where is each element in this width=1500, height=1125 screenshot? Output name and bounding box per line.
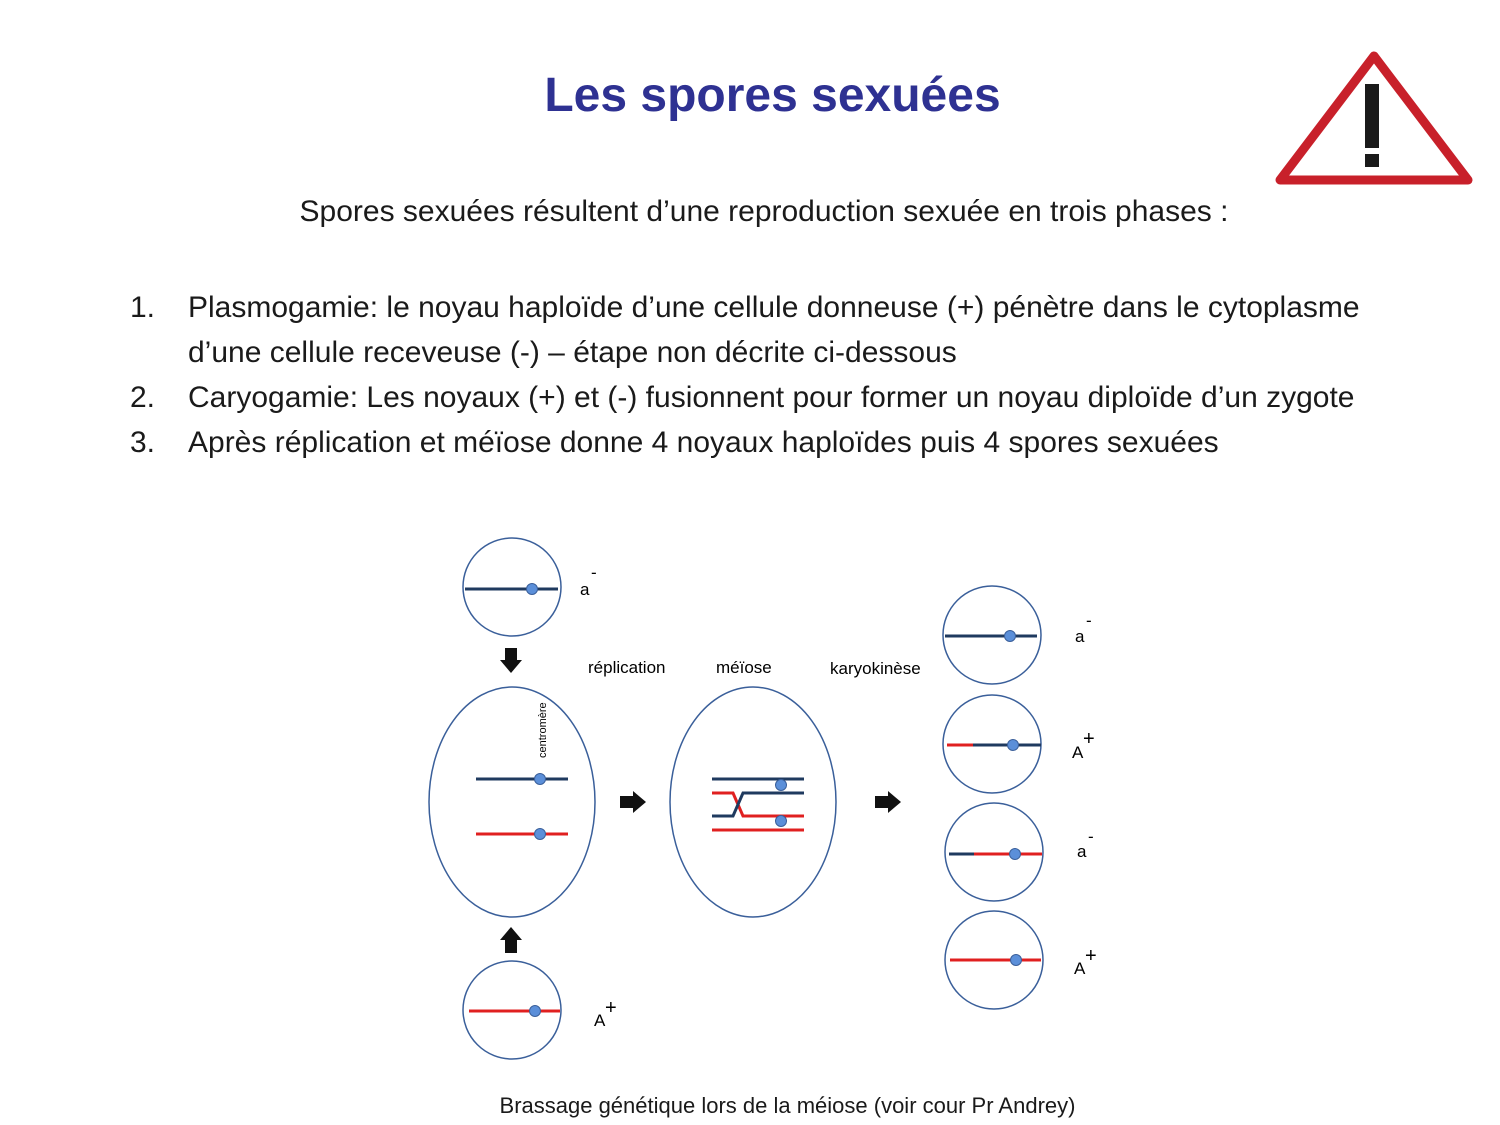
figure-caption: Brassage génétique lors de la méiose (vo… [499,1093,1076,1118]
meiosis-nucleus [669,686,837,918]
intro-text: Spores sexuées résultent d’une reproduct… [299,195,1229,228]
allele-sign: - [591,563,597,582]
allele-sign: - [1086,611,1092,630]
phase-item: 3. Après réplication et méïose donne 4 no… [130,420,1400,465]
page-title: Les spores sexuées [544,69,1001,122]
phase-text: Caryogamie: Les noyaux (+) et (-) fusion… [188,381,1355,414]
allele-label: A [1074,959,1086,978]
phase-number: 3. [130,426,156,459]
allele-label: a [1077,842,1087,861]
allele-label: A [1072,743,1084,762]
zygote-nucleus: centromère [428,686,596,918]
arrow-right-icon [875,791,901,813]
meiose-label: méïose [716,658,772,677]
arrow-up-icon [500,927,522,953]
parent-nucleus-minus: a - [462,537,597,637]
meiosis-diagram: a - réplication méïose karyokinèse centr… [428,537,1097,1060]
allele-sign: + [605,997,617,1019]
allele-sign: - [1088,827,1094,846]
phase-number: 1. [130,291,156,324]
allele-label: a [580,580,590,599]
karyokinese-label: karyokinèse [830,659,921,678]
allele-label: A [594,1011,606,1030]
spore-nucleus: A + [944,910,1097,1010]
allele-sign: + [1083,728,1095,750]
arrow-down-icon [500,648,522,673]
allele-sign: + [1085,945,1097,967]
parent-nucleus-plus: A + [462,960,617,1060]
phase-number: 2. [130,381,156,414]
allele-label: a [1075,627,1085,646]
replication-label: réplication [588,658,666,677]
spore-nucleus: a - [944,802,1094,902]
centromere-label: centromère [537,702,549,758]
warning-triangle-icon [1275,51,1473,185]
phase-text: Plasmogamie: le noyau haploïde d’une cel… [188,291,1360,369]
phase-item: 1. Plasmogamie: le noyau haploïde d’une c… [130,285,1400,375]
phases-list: 1. Plasmogamie: le noyau haploïde d’une c… [130,285,1400,465]
spore-nucleus: a - [942,585,1092,685]
spore-nucleus: A + [942,694,1095,794]
phase-text: Après réplication et méïose donne 4 noya… [188,426,1219,459]
arrow-right-icon [620,791,646,813]
phase-item: 2. Caryogamie: Les noyaux (+) et (-) fusi… [130,375,1400,420]
